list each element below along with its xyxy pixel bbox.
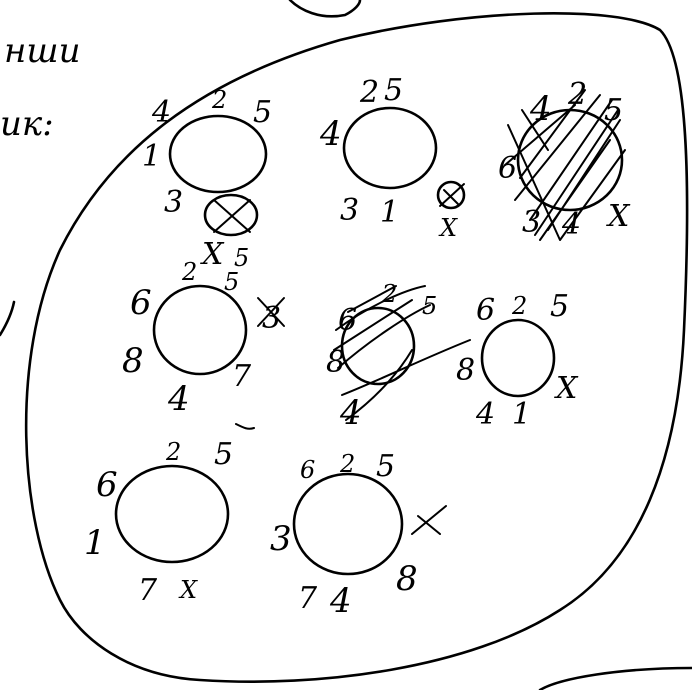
label: X bbox=[438, 214, 458, 242]
label: 6 bbox=[498, 151, 517, 186]
label: X bbox=[606, 199, 631, 234]
label: 3 bbox=[262, 301, 281, 336]
label: 8 bbox=[326, 345, 345, 380]
group-2: 2 5 4 3 1 X bbox=[319, 73, 464, 242]
label: 4 bbox=[529, 89, 552, 129]
label: 6 bbox=[96, 465, 118, 505]
label: 1 bbox=[380, 195, 399, 230]
label: 6 bbox=[300, 456, 315, 484]
cross-mark bbox=[412, 506, 446, 534]
label: 5 bbox=[224, 268, 239, 296]
group-5: 6 2 5 8 4 bbox=[326, 280, 470, 433]
label: 1 bbox=[84, 523, 106, 563]
label: 7 bbox=[298, 581, 318, 616]
loop-ring bbox=[344, 108, 436, 188]
label: 7 bbox=[232, 359, 252, 394]
label: 8 bbox=[396, 559, 418, 599]
label: 4 bbox=[319, 114, 342, 154]
label: 5 bbox=[253, 95, 272, 130]
label: 4 bbox=[151, 95, 171, 130]
label: 2 bbox=[165, 438, 181, 466]
label: 4 bbox=[329, 581, 352, 621]
label: 6 bbox=[338, 303, 357, 338]
label: 4 bbox=[167, 379, 190, 419]
margin-text-line1: нши bbox=[4, 31, 81, 71]
label: 3 bbox=[340, 193, 359, 228]
label: 8 bbox=[122, 341, 144, 381]
label: 5 bbox=[604, 93, 623, 128]
label: 3 bbox=[522, 205, 541, 240]
label: X bbox=[554, 371, 579, 406]
group-3: 4 2 5 6 3 4 X bbox=[498, 77, 631, 242]
group-8: 6 2 5 3 7 4 8 bbox=[270, 449, 446, 621]
label: X bbox=[178, 576, 198, 604]
label: 5 bbox=[384, 73, 403, 108]
label: 2 bbox=[381, 280, 397, 308]
label: 4 bbox=[339, 393, 362, 433]
label: 6 bbox=[476, 293, 495, 328]
loop-ring bbox=[116, 466, 228, 562]
label: 6 bbox=[130, 283, 152, 323]
group-1: 4 2 5 1 3 X 5 bbox=[142, 86, 272, 272]
label: X bbox=[200, 237, 225, 272]
label: 4 bbox=[561, 207, 581, 242]
label: 5 bbox=[214, 437, 233, 472]
top-edge-stroke bbox=[290, 0, 360, 16]
label: 5 bbox=[550, 289, 569, 324]
group-6: 6 2 5 8 4 1 X bbox=[456, 289, 579, 432]
label: 8 bbox=[456, 353, 475, 388]
label: 7 bbox=[138, 573, 158, 608]
label: 4 bbox=[475, 397, 495, 432]
label: 5 bbox=[376, 449, 395, 484]
margin-text-line2: ик: bbox=[0, 104, 54, 144]
label: 2 bbox=[359, 75, 379, 110]
group-4: 2 5 6 8 4 7 3 bbox=[122, 258, 284, 419]
label: 2 bbox=[339, 450, 355, 478]
label: 1 bbox=[512, 397, 531, 432]
loop-ring bbox=[294, 474, 402, 574]
label: 1 bbox=[142, 139, 161, 174]
label: 3 bbox=[270, 519, 292, 559]
label: 2 bbox=[181, 258, 197, 286]
label: 5 bbox=[422, 292, 437, 320]
tail-stroke bbox=[236, 424, 254, 429]
label: 3 bbox=[164, 185, 183, 220]
cross-mark bbox=[214, 200, 250, 232]
loop-ring bbox=[170, 116, 266, 192]
label: 2 bbox=[567, 77, 587, 112]
left-edge-stroke bbox=[0, 302, 14, 335]
loop-ring bbox=[482, 320, 554, 396]
bottom-right-stroke bbox=[540, 668, 692, 690]
label: 2 bbox=[511, 292, 527, 320]
label: 2 bbox=[211, 86, 227, 114]
group-7: 2 5 6 1 7 X bbox=[84, 424, 254, 608]
